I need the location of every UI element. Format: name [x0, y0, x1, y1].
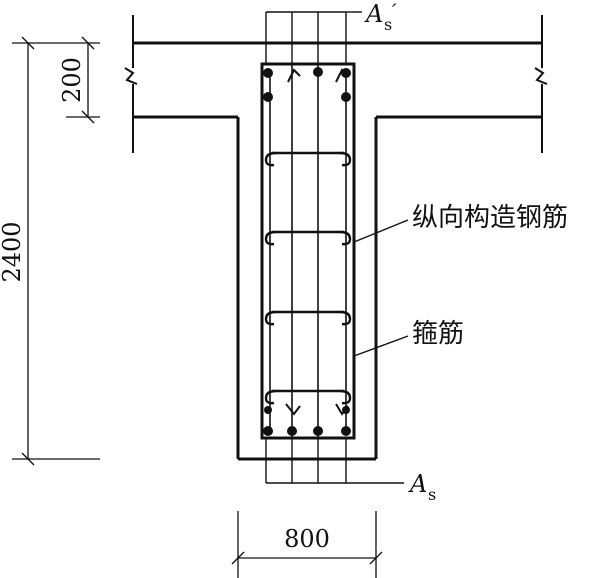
- top-rebar-dots: [263, 67, 351, 102]
- top-bar-projections: [265, 11, 347, 64]
- stirrup-tie-4: [264, 389, 352, 405]
- top-hooks: [287, 68, 349, 83]
- slab-break-right: [534, 15, 548, 153]
- label-stirrup: 箍筋: [412, 319, 464, 349]
- svg-text:s: s: [428, 485, 436, 504]
- stirrup-tie-3: [264, 310, 352, 326]
- bottom-rebar-dots: [263, 406, 351, 436]
- reinforcement-cage: [260, 62, 356, 440]
- dimension-total-height: [12, 36, 100, 466]
- label-as-prime: A s ′: [364, 0, 397, 34]
- svg-text:A: A: [364, 0, 383, 28]
- dim-label-200: 200: [58, 57, 86, 103]
- longitudinal-bar-lines: [269, 64, 347, 438]
- svg-text:A: A: [408, 470, 427, 498]
- dimension-flange-thickness: [66, 36, 100, 124]
- label-longitudinal-bar: 纵向构造钢筋: [412, 203, 568, 233]
- svg-text:s: s: [384, 15, 392, 34]
- leader-lines: [346, 11, 409, 484]
- slab-break-left: [124, 15, 138, 153]
- stirrup-tie-2: [264, 230, 352, 246]
- stirrup-tie-1: [264, 151, 352, 167]
- svg-text:′: ′: [392, 0, 397, 23]
- dim-label-800: 800: [284, 525, 330, 553]
- dimension-web-width: [231, 511, 383, 578]
- web-outline: [236, 117, 378, 461]
- flange-slab: [133, 41, 542, 119]
- label-as: A s: [408, 470, 436, 504]
- bottom-bar-projections: [265, 438, 347, 484]
- bottom-hooks: [285, 403, 349, 416]
- dim-label-2400: 2400: [0, 221, 26, 282]
